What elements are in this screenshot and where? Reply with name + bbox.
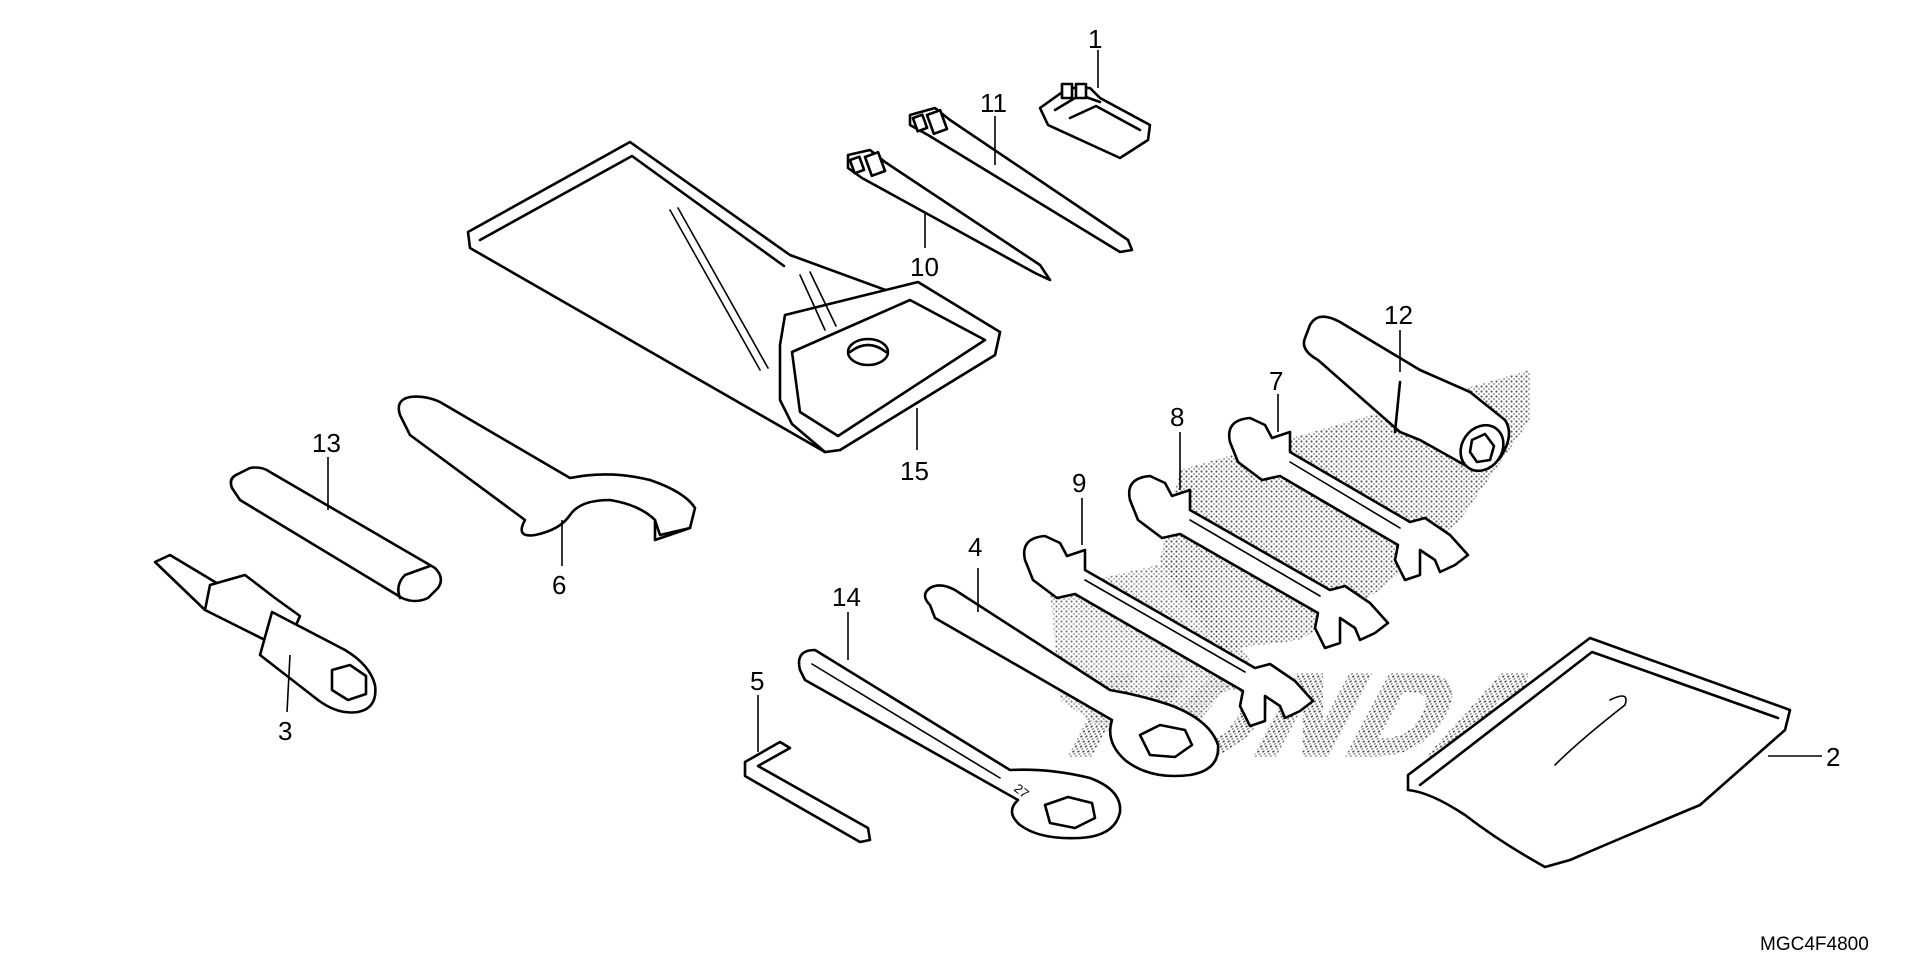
leader-lines [286,50,1822,757]
tool-bag-part-15 [466,140,1002,454]
screwdriver-part-10 [846,148,1052,282]
pin-spanner-part-6 [397,395,697,542]
extension-handle-part-13 [229,466,443,603]
callout-part-8: 8 [1170,402,1184,432]
callout-part-13: 13 [312,428,341,458]
open-wrench-part-8 [1127,474,1390,650]
open-wrench-part-9 [1022,534,1315,728]
callout-part-2: 2 [1826,742,1840,772]
callout-part-12: 12 [1384,300,1413,330]
hex-key-part-5 [743,740,872,844]
callouts: 1 2 3 4 5 6 7 8 9 10 11 12 13 14 15 [278,24,1840,772]
callout-part-9: 9 [1072,468,1086,498]
callout-part-14: 14 [832,582,861,612]
callout-part-6: 6 [552,570,566,600]
cloth-pouch-part-2 [1406,636,1792,869]
drawing-code: MGC4F4800 [1760,934,1869,955]
callout-part-11: 11 [980,88,1007,118]
callout-part-3: 3 [278,716,292,746]
open-wrench-part-7 [1227,416,1470,582]
callout-part-10: 10 [910,252,939,282]
callout-part-5: 5 [750,666,764,696]
box-wrench-part-4 [923,584,1220,778]
callout-part-4: 4 [968,532,982,562]
fuse-puller-part-1 [1038,82,1152,160]
socket-handle-part-12 [1302,315,1511,473]
callout-part-15: 15 [900,456,929,486]
callout-part-7: 7 [1269,366,1283,396]
callout-part-1: 1 [1088,24,1102,54]
spark-plug-wrench-part-3 [153,553,377,714]
screwdriver-part-11 [908,106,1134,254]
box-wrench-part-14: 27 [797,648,1122,840]
